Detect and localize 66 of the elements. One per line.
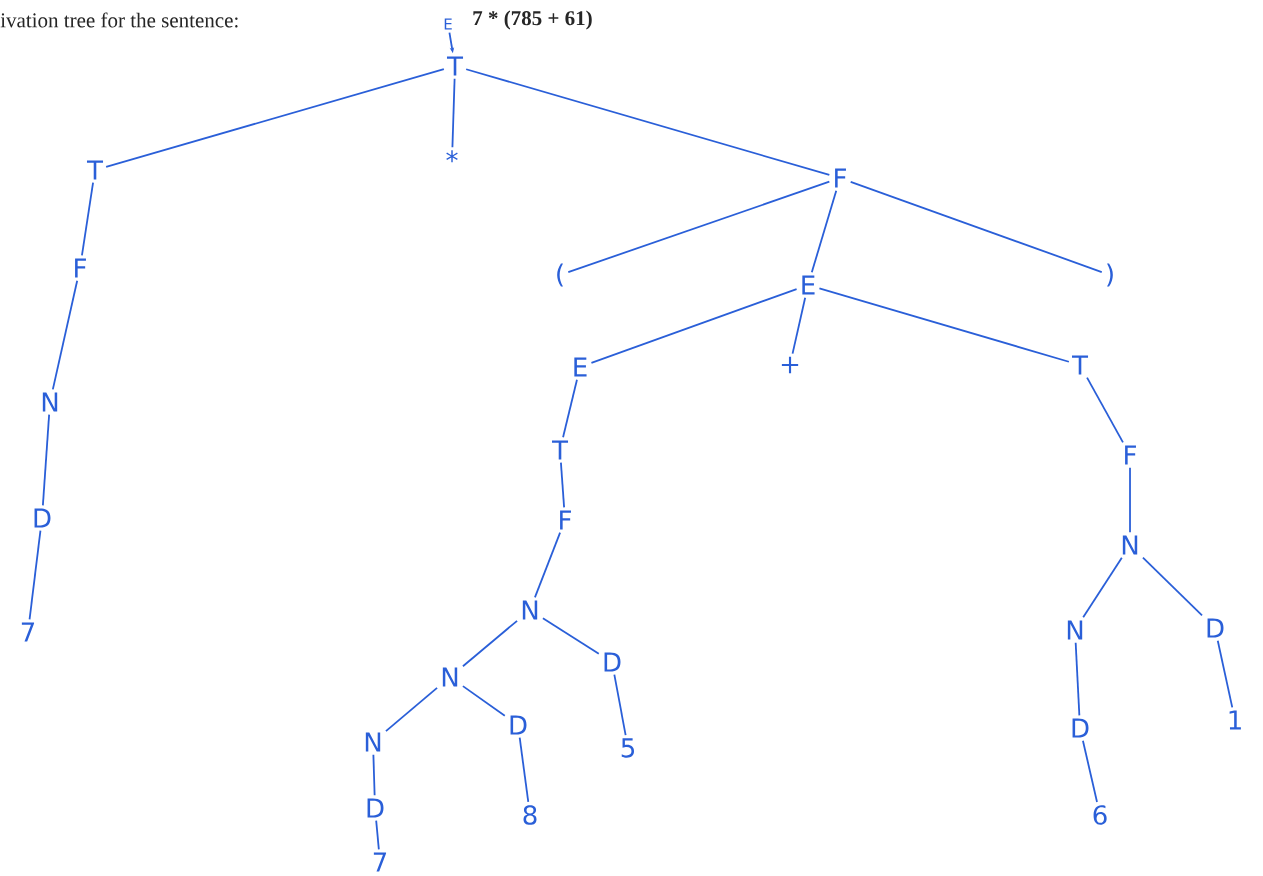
tree-branch <box>462 619 518 668</box>
tree-symbol: D <box>1207 618 1224 638</box>
tree-branch <box>385 687 438 732</box>
tree-symbol: F <box>835 168 846 188</box>
tree-branch <box>465 68 831 176</box>
tree-branch <box>818 287 1070 363</box>
tree-branch <box>560 461 565 509</box>
tree-branch <box>1142 556 1203 617</box>
tree-branch <box>590 288 798 364</box>
tree-branch <box>1216 639 1234 709</box>
tree-symbol: E <box>802 275 815 295</box>
tree-symbol: F <box>1125 445 1136 465</box>
tree-symbol: E <box>444 18 452 30</box>
tree-symbol: ) <box>1107 263 1113 287</box>
tree-symbol: ( <box>557 263 563 287</box>
tree-branch <box>51 279 79 391</box>
tree-symbol: N <box>1067 620 1083 640</box>
tree-symbol: D <box>34 508 51 528</box>
tree-symbol: T <box>1072 355 1089 375</box>
tree-symbol: 7 <box>373 852 387 872</box>
tree-branch <box>372 753 376 797</box>
tree-branch <box>105 68 445 168</box>
tree-symbol: F <box>560 510 571 530</box>
tree-symbol: D <box>367 798 384 818</box>
tree-branch <box>81 181 94 257</box>
tree-branch <box>1129 466 1131 534</box>
tree-symbol: D <box>604 652 621 672</box>
tree-symbol: N <box>365 732 381 752</box>
tree-symbol: N <box>442 667 458 687</box>
tree-branch <box>1074 641 1081 717</box>
tree-branch <box>791 296 807 355</box>
sentence-text: 7 * (785 + 61) <box>473 10 592 30</box>
tree-symbol: N <box>42 392 58 412</box>
tree-symbol: T <box>447 56 464 76</box>
tree-branch <box>375 819 380 851</box>
tree-branch <box>613 673 627 737</box>
tree-symbol: D <box>1072 718 1089 738</box>
tree-symbol: 7 <box>21 622 35 642</box>
tree-symbol: 8 <box>523 805 537 825</box>
tree-branch <box>562 378 578 439</box>
tree-symbol: 6 <box>1093 805 1107 825</box>
tree-branch <box>534 531 561 599</box>
tree-symbol: E <box>574 357 587 377</box>
tree-symbol: N <box>522 600 538 620</box>
tree-branch <box>1082 739 1098 803</box>
tree-symbol: 5 <box>621 738 634 758</box>
tree-branch <box>462 685 506 717</box>
heading: ivation tree for the sentence: <box>0 12 238 28</box>
tree-branch <box>28 529 42 621</box>
tree-symbol: N <box>1122 535 1138 555</box>
tree-branch <box>542 617 600 655</box>
tree-branch <box>1086 376 1124 444</box>
tree-branch <box>567 180 831 274</box>
tree-branch <box>810 189 838 274</box>
tree-symbol: F <box>75 258 86 278</box>
tree-symbol: 1 <box>1229 710 1241 730</box>
tree-branch <box>849 180 1103 273</box>
tree-symbol: T <box>87 160 104 180</box>
tree-branch <box>451 77 456 149</box>
tree-symbol: T <box>552 440 569 460</box>
tree-symbol: * <box>446 150 458 163</box>
tree-branch <box>1082 556 1123 619</box>
tree-symbol: + <box>781 356 799 374</box>
tree-symbol: D <box>510 715 527 735</box>
tree-branch <box>42 413 51 507</box>
tree-branch <box>518 736 530 803</box>
